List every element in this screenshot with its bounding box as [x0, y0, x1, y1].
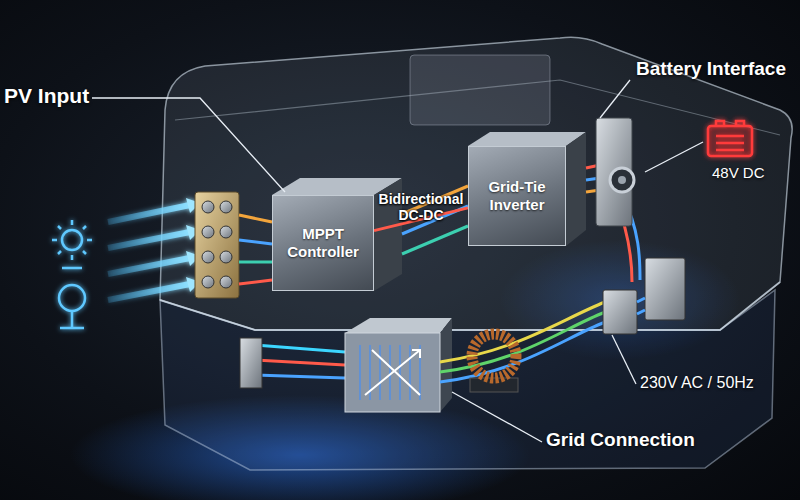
screw	[220, 251, 232, 263]
callout-label: Grid Connection	[546, 429, 695, 451]
module-grid	[360, 345, 420, 400]
component-box: Grid-Tie Inverter	[468, 146, 566, 246]
battery-icon	[708, 121, 752, 156]
wire	[255, 345, 345, 352]
grid-wires-right	[440, 302, 605, 382]
leader-line	[612, 335, 636, 384]
input-arrow	[108, 284, 190, 300]
socket-pin	[618, 176, 626, 184]
component-box: MPPT Controller	[272, 195, 374, 291]
pv-arrows	[108, 198, 200, 300]
leader-line	[645, 142, 703, 172]
leader-line	[600, 80, 630, 118]
terminal-screws	[202, 201, 232, 288]
screw	[202, 226, 214, 238]
callout-label: 230V AC / 50Hz	[640, 374, 754, 392]
screw	[202, 276, 214, 288]
screw	[220, 276, 232, 288]
screw	[202, 251, 214, 263]
battery-body	[708, 126, 752, 156]
callout-label: 48V DC	[712, 164, 765, 181]
battery-lines	[716, 121, 744, 150]
generator-stand	[60, 311, 84, 328]
wire	[440, 312, 605, 372]
leader-line	[452, 392, 542, 442]
sun-core	[62, 230, 82, 250]
cube-top	[468, 132, 586, 146]
callout-label: Battery Interface	[636, 58, 786, 80]
wire	[239, 261, 272, 264]
pv-wires	[239, 215, 272, 284]
lid-edge	[160, 282, 780, 330]
enclosure-lid	[160, 37, 792, 330]
connector-label: Bidirectional DC-DC	[373, 191, 469, 223]
screw	[220, 226, 232, 238]
cube-side	[566, 132, 586, 246]
sun-icon	[52, 220, 92, 268]
wire	[255, 375, 345, 378]
terminal-block	[195, 192, 239, 298]
internal-bracket	[410, 55, 550, 125]
callout-label: PV Input	[4, 84, 89, 108]
generator-icon	[59, 285, 85, 328]
wire	[440, 322, 605, 382]
wire	[239, 215, 272, 222]
cube-side	[440, 318, 452, 412]
wire	[239, 240, 272, 244]
wire	[637, 298, 645, 314]
filter-module	[345, 333, 440, 412]
screw	[202, 201, 214, 213]
wire	[402, 226, 468, 254]
input-arrow	[108, 205, 190, 222]
inductor-base	[470, 378, 518, 392]
toroid-inductor	[472, 334, 516, 378]
wire	[255, 360, 345, 365]
grid-terminal	[240, 338, 262, 388]
leader-lines	[92, 80, 703, 442]
leader-line	[92, 98, 285, 192]
sun-rays	[52, 220, 92, 268]
module-arrows	[365, 350, 420, 395]
round-socket	[610, 168, 634, 192]
input-arrow	[108, 258, 190, 274]
input-arrow	[108, 232, 190, 248]
component-name: Grid-Tie Inverter	[473, 178, 561, 214]
ac-connector	[645, 258, 685, 320]
grid-wires-left	[255, 345, 345, 378]
ac-terminal	[603, 290, 637, 334]
cube-top	[345, 318, 452, 333]
wire	[239, 280, 272, 284]
generator-circle	[59, 285, 85, 311]
screw	[220, 201, 232, 213]
component-name: MPPT Controller	[277, 225, 369, 261]
